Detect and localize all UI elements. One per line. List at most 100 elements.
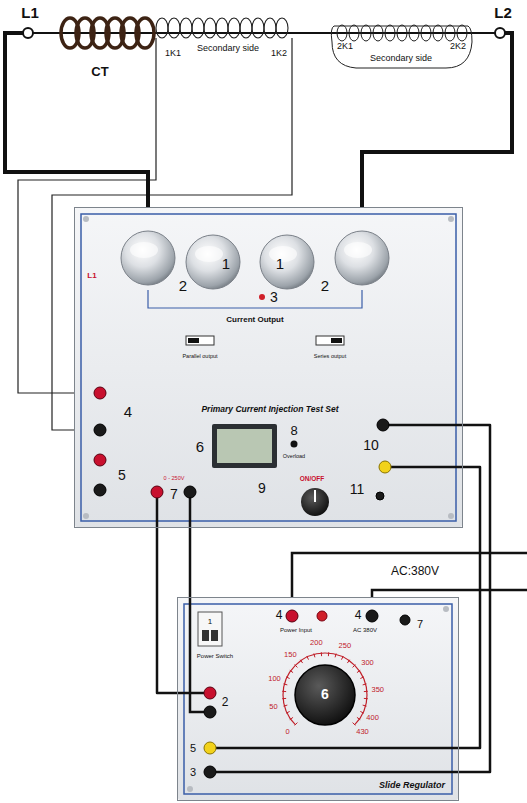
winding-coil — [421, 25, 431, 41]
panel-label: AC 380V — [353, 627, 377, 634]
dial-scale — [282, 652, 368, 725]
dial-tick — [321, 652, 322, 656]
dial-scale — [283, 653, 367, 725]
dial-scale-number: 100 — [268, 675, 281, 683]
callout-number: 5 — [118, 468, 126, 483]
ct-primary-coil — [61, 18, 154, 48]
dial-tick — [328, 652, 329, 656]
callout-number: 9 — [258, 481, 266, 496]
winding-coil — [445, 25, 455, 41]
binding-post — [151, 486, 163, 498]
power-switch — [202, 630, 209, 641]
binding-post — [204, 610, 410, 778]
callout-number: 6 — [196, 439, 204, 456]
dial-tick — [335, 653, 336, 657]
switch-label: Parallel output — [182, 353, 217, 359]
switch-label: Power Switch — [197, 653, 233, 660]
current-output-terminal — [130, 242, 158, 258]
regulator-housing — [187, 786, 193, 792]
primary-lead — [5, 33, 512, 234]
ct-secondary-coil — [252, 18, 264, 38]
current-output-terminal — [186, 235, 240, 289]
dial-tick — [286, 677, 290, 679]
dial-tick — [357, 670, 360, 672]
winding-terminal-label: 1K1 — [165, 49, 181, 59]
overload-indicator — [291, 441, 298, 448]
mode-switch — [186, 336, 214, 345]
dial-tick — [364, 691, 368, 692]
test-set-housing — [81, 214, 456, 521]
test-set-housing — [75, 208, 462, 527]
winding-coil — [385, 25, 395, 41]
dial-scale-number: 250 — [339, 642, 352, 650]
winding-coil — [433, 25, 443, 41]
current-output-terminal — [344, 242, 372, 258]
dial-scale-number: 200 — [310, 639, 323, 647]
current-output-terminal — [335, 231, 389, 285]
ct-label: CT — [91, 65, 108, 79]
test-lead — [157, 527, 178, 693]
callout-number: 5 — [190, 742, 196, 754]
binding-post — [204, 687, 216, 699]
winding-label: Secondary side — [370, 54, 432, 64]
panel-label: Current Output — [226, 316, 283, 325]
dial-tick — [283, 684, 287, 685]
dial-scale-number: 400 — [366, 714, 379, 722]
test-set-housing — [75, 208, 462, 527]
dial-tick — [290, 717, 293, 719]
winding-terminal-label: 2K2 — [450, 42, 466, 52]
callout-number: 3 — [190, 766, 196, 778]
terminal-label: L1 — [21, 5, 39, 22]
dial-tick — [283, 705, 287, 706]
mode-switch — [188, 338, 199, 343]
primary-conductor — [28, 33, 500, 34]
power-switch — [198, 612, 222, 646]
panel-label: Power Input — [280, 627, 312, 634]
regulator-housing — [178, 598, 458, 800]
ct-secondary-coil — [276, 18, 288, 38]
dial-scale-number: 430 — [356, 728, 369, 736]
binding-post — [366, 610, 378, 622]
dial-tick — [282, 691, 286, 692]
lcd-display — [212, 424, 277, 468]
dial-tick — [364, 698, 368, 699]
current-output-terminal — [121, 231, 175, 285]
regulator-wire — [216, 771, 458, 774]
binding-post — [204, 706, 216, 718]
callout-number: 11 — [350, 482, 365, 497]
terminal-label: L2 — [494, 5, 512, 22]
callout-number: 4 — [355, 609, 362, 622]
binding-post — [94, 387, 391, 500]
ct-primary-coil — [136, 18, 154, 48]
binding-post — [204, 766, 216, 778]
binding-post — [317, 611, 327, 621]
ct-secondary-coil — [228, 18, 240, 38]
current-output-terminal — [195, 246, 223, 262]
mode-switch — [186, 336, 344, 345]
dial-tick — [300, 660, 302, 663]
regulator-housing — [184, 604, 452, 794]
callout-number: 1 — [276, 256, 284, 273]
power-knob — [301, 488, 329, 516]
callout-number: 10 — [363, 438, 379, 453]
callout-number: 2 — [222, 696, 229, 709]
winding-coil — [397, 25, 407, 41]
primary-lead — [362, 33, 512, 234]
test-set-housing — [448, 513, 454, 519]
dial-tick — [353, 723, 356, 726]
dial-tick — [307, 656, 309, 660]
binding-post — [184, 486, 196, 498]
dial-tick — [286, 711, 290, 713]
test-set-panel: L1Current OutputParallel outputSeries ou… — [75, 208, 462, 527]
dial-scale-number: 0 — [285, 728, 289, 736]
ct-secondary-coil — [240, 18, 252, 38]
callout-number: 1 — [222, 256, 230, 273]
voltage-label: 0 - 250V — [164, 475, 185, 481]
ct-secondary-coil — [156, 18, 168, 38]
binding-post — [400, 615, 410, 625]
ct-secondary-coil — [204, 18, 216, 38]
winding-coil — [373, 25, 383, 41]
dial-scale-number: 300 — [361, 659, 374, 667]
